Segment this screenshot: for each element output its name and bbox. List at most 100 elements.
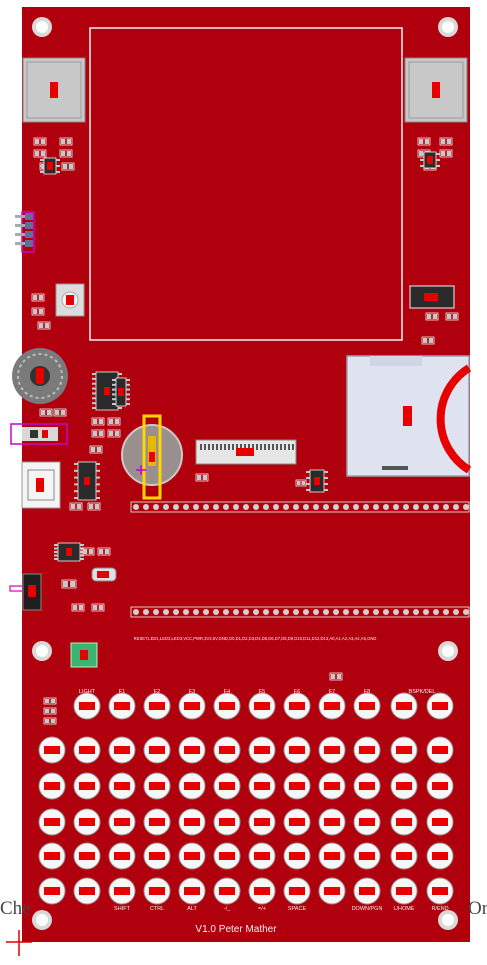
key-label-bottom: CTRL xyxy=(150,906,164,912)
coin-cell-holder xyxy=(121,414,183,500)
ic-small xyxy=(420,151,440,169)
key-label-top: F2 xyxy=(154,689,160,695)
key-switch xyxy=(283,842,311,870)
smd-component xyxy=(329,672,343,681)
smd-component xyxy=(195,473,209,482)
capacitor xyxy=(91,567,117,582)
key-label-bottom: =/+ xyxy=(258,906,266,912)
key-switch xyxy=(38,842,66,870)
smd-component xyxy=(33,149,47,158)
key-switch xyxy=(108,772,136,800)
key-switch xyxy=(353,772,381,800)
smd-component xyxy=(421,336,435,345)
mounting-hole xyxy=(438,910,458,930)
key-switch xyxy=(73,808,101,836)
ic-small xyxy=(112,377,130,407)
key-switch xyxy=(426,877,454,905)
key-switch xyxy=(426,842,454,870)
cc-marker xyxy=(136,465,146,475)
slide-switch-lower xyxy=(9,573,42,611)
key-switch xyxy=(143,808,171,836)
key-label-top: F4 xyxy=(224,689,230,695)
key-switch xyxy=(426,772,454,800)
sd-card-slot xyxy=(346,355,472,477)
mounting-hole xyxy=(32,641,52,661)
key-switch xyxy=(426,736,454,764)
key-switch xyxy=(213,772,241,800)
smd-component xyxy=(107,429,121,438)
mounting-hole xyxy=(32,910,52,930)
key-switch xyxy=(178,877,206,905)
smd-component xyxy=(61,579,77,589)
key-switch xyxy=(143,842,171,870)
page-edge-text-left: Che xyxy=(0,898,31,919)
long-pin-header xyxy=(130,501,470,513)
key-switch xyxy=(73,772,101,800)
key-switch xyxy=(248,877,276,905)
smd-component xyxy=(31,307,45,316)
key-switch xyxy=(248,808,276,836)
key-switch xyxy=(390,772,418,800)
smd-component xyxy=(39,408,53,417)
key-switch xyxy=(283,877,311,905)
key-switch xyxy=(213,808,241,836)
key-switch xyxy=(143,736,171,764)
smd-component xyxy=(33,137,47,146)
regulator-chip xyxy=(74,461,100,501)
key-switch xyxy=(178,842,206,870)
reset-button xyxy=(55,283,85,317)
key-switch xyxy=(390,808,418,836)
key-switch xyxy=(353,808,381,836)
smd-component xyxy=(91,429,105,438)
key-switch xyxy=(318,842,346,870)
smd-component xyxy=(81,547,95,556)
key-switch xyxy=(178,736,206,764)
key-switch xyxy=(353,736,381,764)
key-switch xyxy=(73,842,101,870)
key-label-top: F1 xyxy=(119,689,125,695)
smd-component xyxy=(53,408,67,417)
key-switch xyxy=(108,877,136,905)
key-label-bottom: ALT xyxy=(187,906,197,912)
key-switch xyxy=(390,877,418,905)
key-switch xyxy=(318,772,346,800)
smd-component xyxy=(417,137,431,146)
module-right xyxy=(409,285,455,309)
key-switch xyxy=(108,808,136,836)
key-switch xyxy=(390,736,418,764)
smd-component xyxy=(59,149,73,158)
key-switch xyxy=(108,736,136,764)
smd-component xyxy=(439,137,453,146)
smd-component xyxy=(87,502,101,511)
key-label-bottom: -/_ xyxy=(224,906,231,912)
smd-component xyxy=(69,502,83,511)
slide-switch xyxy=(10,423,68,445)
key-label-top: F6 xyxy=(294,689,300,695)
key-switch xyxy=(353,877,381,905)
ic-small xyxy=(54,542,84,562)
key-label-bottom: L/HOME xyxy=(393,906,414,912)
key-switch xyxy=(108,692,136,720)
key-switch xyxy=(143,692,171,720)
key-switch xyxy=(426,808,454,836)
key-switch xyxy=(318,736,346,764)
origin-marker xyxy=(6,930,32,956)
key-switch xyxy=(318,692,346,720)
key-switch xyxy=(353,842,381,870)
key-switch xyxy=(248,772,276,800)
key-switch xyxy=(426,692,454,720)
smd-component xyxy=(43,707,57,715)
key-switch xyxy=(390,692,418,720)
key-label-top: F5 xyxy=(259,689,265,695)
key-label-bottom: SHIFT xyxy=(114,906,131,912)
key-label-top: LIGHT xyxy=(79,689,96,695)
ic-small xyxy=(306,469,328,493)
display-outline xyxy=(89,27,403,341)
green-led xyxy=(70,642,98,668)
smd-component xyxy=(445,312,459,321)
smd-component xyxy=(37,321,51,330)
key-switch xyxy=(318,877,346,905)
key-switch xyxy=(283,808,311,836)
key-switch xyxy=(283,692,311,720)
